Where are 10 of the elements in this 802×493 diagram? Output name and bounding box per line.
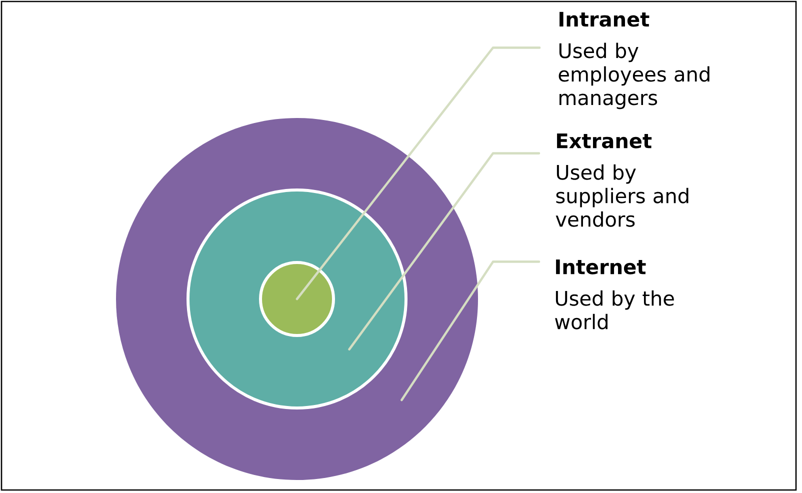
inner-circle <box>259 261 335 337</box>
leader-line <box>400 260 540 402</box>
description-text: Used by employees and managers <box>558 42 710 110</box>
leader-line <box>348 152 540 350</box>
heading-label: Intranet <box>560 12 650 27</box>
heading-label: Extranet <box>557 134 652 148</box>
description-text: Used by the world <box>555 290 674 330</box>
description-text: Used by suppliers and vendors <box>556 164 688 227</box>
heading-label: Internet <box>556 260 646 274</box>
leader-line <box>296 46 541 300</box>
